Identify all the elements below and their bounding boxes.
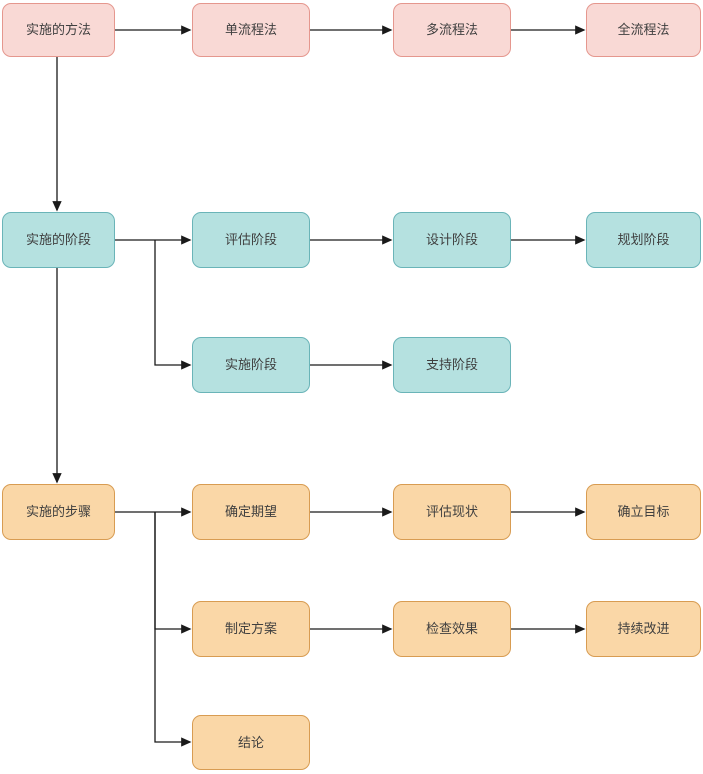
- node-conclusion[interactable]: 结论: [192, 715, 310, 770]
- node-establish-goals[interactable]: 确立目标: [586, 484, 701, 540]
- connector-steps-to-formulate-plan: [154, 512, 192, 634]
- connector-steps-to-conclusion: [154, 512, 192, 747]
- node-implementation-steps[interactable]: 实施的步骤: [2, 484, 115, 540]
- node-support-stage[interactable]: 支持阶段: [393, 337, 511, 393]
- connector-stages-to-implementation-stage: [154, 240, 192, 370]
- node-check-results[interactable]: 检查效果: [393, 601, 511, 657]
- node-full-process-method[interactable]: 全流程法: [586, 3, 701, 57]
- node-implementation-stages[interactable]: 实施的阶段: [2, 212, 115, 268]
- node-continuous-improvement[interactable]: 持续改进: [586, 601, 701, 657]
- node-assess-current-state[interactable]: 评估现状: [393, 484, 511, 540]
- node-multi-process-method[interactable]: 多流程法: [393, 3, 511, 57]
- node-single-process-method[interactable]: 单流程法: [192, 3, 310, 57]
- node-implementation-methods[interactable]: 实施的方法: [2, 3, 115, 57]
- node-formulate-plan[interactable]: 制定方案: [192, 601, 310, 657]
- node-planning-stage[interactable]: 规划阶段: [586, 212, 701, 268]
- node-design-stage[interactable]: 设计阶段: [393, 212, 511, 268]
- node-assessment-stage[interactable]: 评估阶段: [192, 212, 310, 268]
- node-implementation-stage[interactable]: 实施阶段: [192, 337, 310, 393]
- node-define-expectations[interactable]: 确定期望: [192, 484, 310, 540]
